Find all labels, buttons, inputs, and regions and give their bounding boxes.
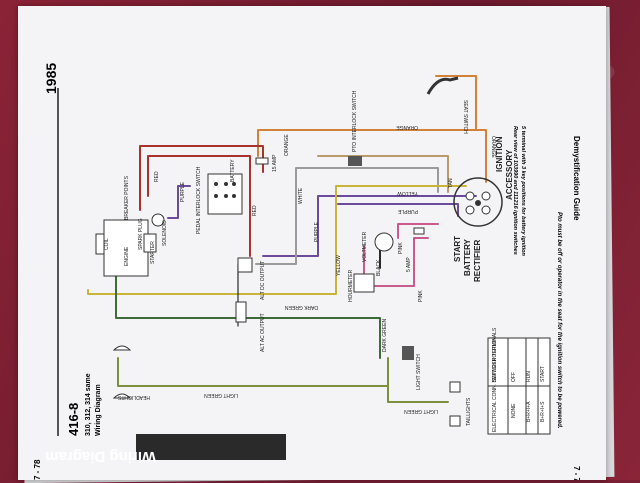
- label-voltmeter: VOLTMETER: [362, 231, 368, 262]
- label-red-mid: RED: [252, 205, 258, 216]
- label-alt-ac: ALT AC OUTPUT: [260, 313, 266, 352]
- page-number-left: 7 - 78: [33, 459, 42, 480]
- wire-light-green-a: [117, 357, 389, 387]
- label-accessory: ACCESSORY: [505, 149, 514, 200]
- label-light-green-b: LIGHT GREEN: [404, 408, 438, 414]
- fuse-15amp-icon: [255, 157, 269, 165]
- label-headlights: HEADLIGHTS: [117, 394, 150, 400]
- label-orange-mid: ORANGE: [284, 134, 290, 156]
- table-header-position: SWITCH POSITION: [492, 337, 498, 382]
- label-alt-dc: ALT DC OUTPUT: [260, 261, 266, 300]
- table-cell: RUN: [526, 371, 532, 382]
- light-switch-icon: [402, 346, 414, 360]
- label-light-switch: LIGHT SWITCH: [416, 354, 422, 390]
- label-pto-switch: PTO INTERLOCK SWITCH: [352, 90, 358, 152]
- label-spark-plug: SPARK PLUG: [138, 218, 144, 250]
- label-orange-right: ORANGE: [490, 136, 496, 158]
- wire-purple-c: [337, 203, 459, 217]
- alternator-icon: [237, 257, 253, 273]
- label-yellow-a: YELLOW: [336, 255, 342, 276]
- hourmeter-icon: [353, 273, 375, 293]
- label-tan: TAN: [448, 178, 454, 188]
- label-breaker-points: BREAKER POINTS: [124, 175, 130, 220]
- label-battery-box: BATTERY: [230, 159, 236, 182]
- label-solenoid: SOLENOID: [162, 220, 168, 246]
- wire-red-mid: [147, 155, 251, 257]
- table-header-conn: ELECTRICAL CONN. BETWEEN TERMINALS: [492, 327, 498, 432]
- wire-orange-right: [475, 129, 487, 183]
- label-coil: COIL: [104, 238, 110, 250]
- label-taillights: TAILLIGHTS: [466, 397, 472, 426]
- label-engine: ENGINE: [124, 246, 130, 266]
- wire-white: [255, 167, 439, 265]
- label-rectifier: RECTIFIER: [473, 240, 482, 282]
- label-ignition: IGNITION: [495, 136, 504, 172]
- table-cell: B+R+I+S: [540, 401, 546, 422]
- label-dark-green-b: DARK GREEN: [382, 319, 388, 352]
- note-footer: Pto must be off or operator in the seat …: [556, 212, 562, 429]
- label-purple-c: PURPLE: [397, 208, 418, 214]
- note-rear-view-2: 5 terminal with 3 key positions for batt…: [520, 126, 526, 257]
- label-pedal-switch: PEDAL INTERLOCK SWITCH: [196, 166, 202, 234]
- label-black: BLACK: [376, 259, 382, 276]
- label-purple-b: PURPLE: [314, 221, 320, 242]
- headlights-icon: [112, 345, 132, 399]
- ignition-switch: [453, 177, 503, 227]
- wire-orange-top: [257, 75, 477, 157]
- table-cell: B+R+I+A: [526, 401, 532, 422]
- note-rear-view-1: Rear view of 103990 and 111216 ignition …: [512, 126, 518, 255]
- label-yellow-b: YELLOW: [397, 190, 418, 196]
- doc-title: Wiring Diagram: [95, 384, 102, 436]
- wire-purple-b: [262, 195, 477, 257]
- fuse-5amp-icon: [413, 227, 425, 235]
- taillights-icon: [449, 381, 461, 427]
- year: 1985: [43, 63, 59, 94]
- label-white: WHITE: [298, 187, 304, 204]
- wire-light-green-b: [387, 385, 449, 403]
- switch-position-table: [487, 337, 551, 435]
- battery-icon: [207, 173, 243, 215]
- wire-dark-green: [115, 275, 381, 359]
- table-cell: NONE: [511, 403, 517, 418]
- seat-switch-icon: [426, 76, 459, 95]
- label-15amp: 15 AMP: [272, 154, 278, 172]
- wire-purple-a: [167, 185, 191, 219]
- table-cell: START: [540, 366, 546, 382]
- label-start: START: [453, 236, 462, 262]
- label-hourmeter: HOURMETER: [348, 269, 354, 302]
- page-number: 7 - 78: [572, 466, 581, 480]
- banner: Wiring Diagram: [45, 434, 286, 465]
- wire-pink-b: [397, 223, 439, 239]
- wire-pink: [363, 237, 429, 287]
- wire-yellow: [87, 185, 467, 295]
- guide-title: Demystification Guide: [572, 136, 581, 221]
- model-number: 416-8: [66, 403, 81, 436]
- wiring-diagram: 416-8 310, 312, 314 same Wiring Diagram …: [33, 63, 581, 480]
- label-purple-a: PURPLE: [180, 181, 186, 202]
- models-same: 310, 312, 314 same: [85, 373, 92, 436]
- pto-switch-icon: [348, 156, 362, 166]
- banner-title: Wiring Diagram: [45, 448, 156, 465]
- label-dark-green-a: DARK GREEN: [285, 304, 318, 310]
- manual-page: 416-8 310, 312, 314 same Wiring Diagram …: [18, 6, 606, 480]
- label-light-green-a: LIGHT GREEN: [204, 392, 238, 398]
- label-seat-switch: SEAT SWITCH: [462, 100, 468, 134]
- voltmeter-icon: [374, 232, 394, 252]
- label-pink-b: PINK: [418, 290, 424, 302]
- label-red-top: RED: [154, 171, 160, 182]
- alt-ac-connector-icon: [235, 301, 247, 323]
- label-battery: BATTERY: [463, 238, 472, 276]
- label-orange-top: ORANGE: [396, 124, 418, 130]
- table-cell: OFF: [511, 372, 517, 382]
- label-5amp: 5 AMP: [406, 257, 412, 272]
- engine-icon: [95, 213, 165, 277]
- label-pink-a: PINK: [398, 242, 404, 254]
- label-starter: STARTER: [150, 241, 156, 264]
